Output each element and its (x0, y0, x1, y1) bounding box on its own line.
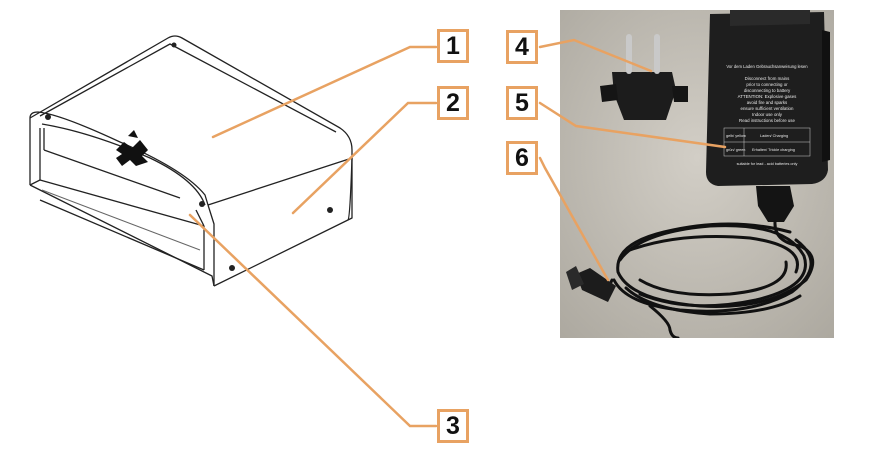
callout-6: 6 (506, 141, 538, 175)
callout-2: 2 (437, 86, 469, 120)
callout-3: 3 (437, 409, 469, 443)
leader-line-4 (538, 38, 653, 73)
label-line3: prior to connecting or (746, 82, 788, 87)
leader-line-5 (538, 101, 727, 149)
label-line7: ensure sufficient ventilation (741, 106, 794, 111)
leader-line-6 (538, 156, 610, 282)
label-line9: Read instructions before use (739, 118, 795, 123)
label-row2-right: Erhalten/ Trickle charging (752, 148, 795, 152)
plug-adapter (600, 34, 688, 120)
charger-photo: Vor dem Laden Gebrauchsanweisung lesen D… (560, 10, 834, 338)
label-row1-right: Laden/ Charging (760, 134, 788, 138)
cable (598, 220, 815, 338)
callout-5: 5 (506, 86, 538, 120)
label-row1-left: gelb/ yellow (726, 134, 746, 138)
label-line1: Vor dem Laden Gebrauchsanweisung lesen (726, 64, 808, 69)
label-line4: disconnecting to battery (744, 88, 791, 93)
dc-plug (566, 266, 616, 302)
charger-body: Vor dem Laden Gebrauchsanweisung lesen D… (706, 10, 830, 222)
callout-4: 4 (506, 30, 538, 64)
leader-line-3 (188, 213, 438, 428)
label-line8: Indoor use only (752, 112, 783, 117)
callout-1: 1 (437, 29, 469, 63)
label-footer: suitable for lead - acid batteries only (737, 162, 798, 166)
label-line2: Disconnect from mains (745, 76, 790, 81)
label-line5: ATTENTION: Explosive gases (738, 94, 798, 99)
leader-line-2 (291, 101, 438, 215)
label-line6: avoid fire and sparks (747, 100, 788, 105)
leader-line-1 (211, 45, 438, 139)
logo-icon (116, 130, 148, 166)
label-row2-left: grün/ green (726, 148, 745, 152)
